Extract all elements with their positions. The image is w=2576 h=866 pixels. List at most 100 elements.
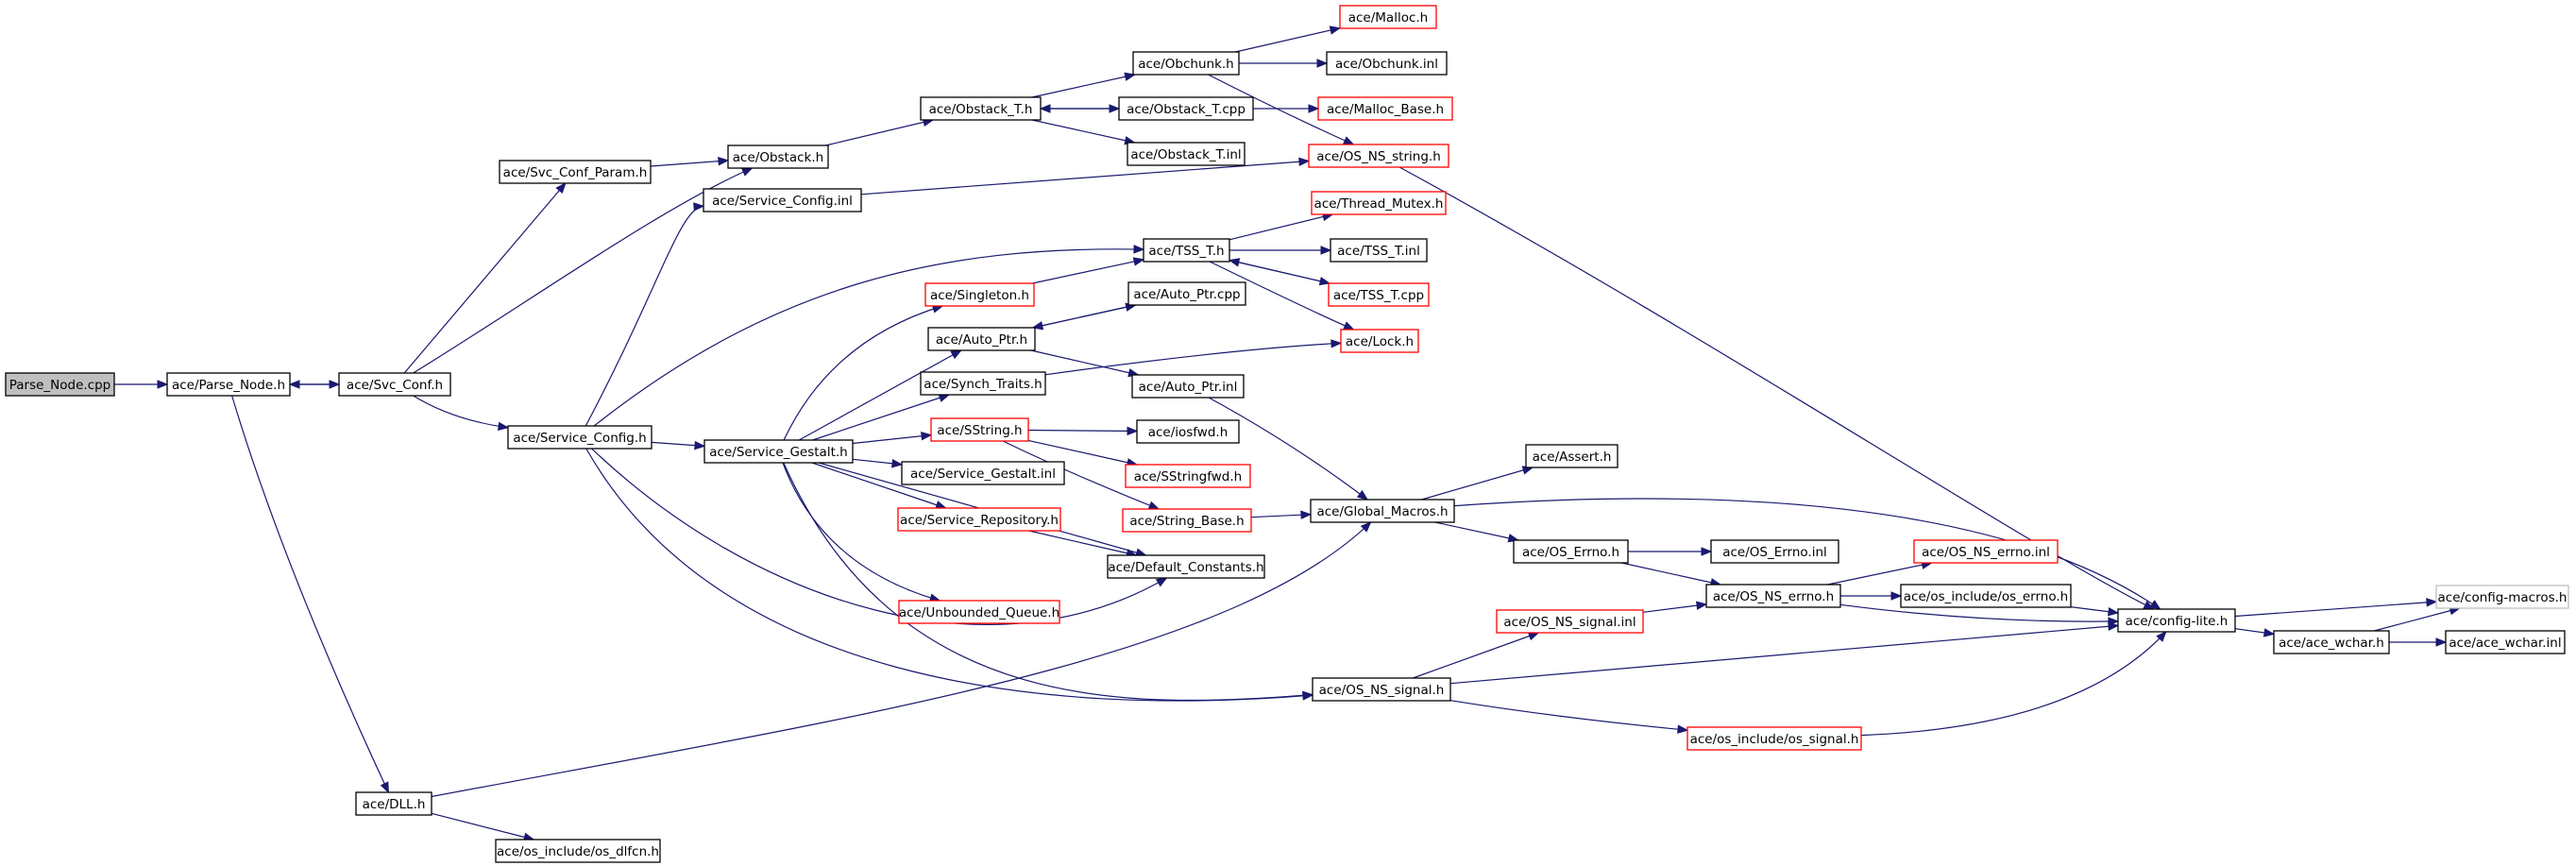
edge-ace-dll-h-to-ace-global-macros-h: [431, 521, 1372, 798]
node-ace-service-gestalt-h[interactable]: ace/Service_Gestalt.h: [703, 439, 854, 464]
node-ace-svc-conf-param-h[interactable]: ace/Svc_Conf_Param.h: [499, 160, 652, 184]
node-ace-obstack-t-inl[interactable]: ace/Obstack_T.inl: [1127, 142, 1246, 166]
arrowhead: [498, 421, 510, 432]
node-ace-sstringfwd-h[interactable]: ace/SStringfwd.h: [1125, 464, 1251, 488]
node-box: [1132, 51, 1240, 76]
edge-ace-obchunk-h-to-ace-os-ns-string-h: [1208, 74, 1355, 145]
node-ace-tss-t-cpp[interactable]: ace/TSS_T.cpp: [1328, 282, 1430, 307]
edge-ace-os-errno-h-to-ace-os-errno-inl: [1628, 547, 1713, 556]
node-ace-tss-t-h[interactable]: ace/TSS_T.h: [1143, 238, 1230, 263]
edge-ace-auto-ptr-cpp-to-ace-auto-ptr-h: [1031, 304, 1136, 331]
arrowhead: [1701, 547, 1713, 556]
node-ace-singleton-h[interactable]: ace/Singleton.h: [924, 282, 1035, 307]
node-ace-os-ns-signal-h[interactable]: ace/OS_NS_signal.h: [1312, 677, 1451, 702]
node-ace-service-config-h[interactable]: ace/Service_Config.h: [507, 425, 652, 450]
arrowhead: [2156, 631, 2167, 642]
node-ace-auto-ptr-h[interactable]: ace/Auto_Ptr.h: [927, 327, 1036, 351]
edge-ace-sstring-h-to-ace-string-base-h: [1002, 440, 1161, 510]
node-ace-os-ns-errno-h[interactable]: ace/OS_NS_errno.h: [1705, 584, 1841, 608]
node-ace-global-macros-h[interactable]: ace/Global_Macros.h: [1310, 499, 1455, 523]
edge-ace-svc-conf-h-to-ace-svc-conf-param-h: [403, 181, 567, 374]
node-ace-obchunk-inl[interactable]: ace/Obchunk.inl: [1326, 51, 1448, 76]
edge-ace-dll-h-to-ace-os-include-os-dlfcn-h: [431, 812, 535, 841]
edge-ace-config-lite-h-to-ace-ace-wchar-h: [2234, 628, 2276, 637]
node-ace-ace-wchar-h[interactable]: ace/ace_wchar.h: [2273, 630, 2390, 654]
node-box: [1328, 282, 1430, 307]
node-ace-service-repository-h[interactable]: ace/Service_Repository.h: [897, 507, 1061, 532]
node-ace-sstring-h[interactable]: ace/SString.h: [930, 417, 1029, 442]
node-box: [1131, 374, 1245, 399]
node-ace-config-macros-h[interactable]: ace/config-macros.h: [2435, 585, 2569, 609]
node-box: [338, 372, 451, 397]
node-ace-service-gestalt-inl[interactable]: ace/Service_Gestalt.inl: [901, 461, 1065, 485]
node-box: [1136, 419, 1240, 444]
node-label: ace/Auto_Ptr.inl: [1139, 380, 1238, 395]
node-ace-obstack-h[interactable]: ace/Obstack.h: [727, 144, 829, 169]
arrowhead: [1320, 246, 1332, 255]
node-parse-node-cpp[interactable]: Parse_Node.cpp: [5, 372, 115, 397]
node-ace-os-ns-signal-inl[interactable]: ace/OS_NS_signal.inl: [1496, 609, 1644, 634]
node-box: [920, 371, 1046, 396]
edge-ace-service-gestalt-h-to-ace-synch-traits-h: [812, 393, 951, 441]
arrowhead: [693, 202, 705, 212]
node-label: ace/Global_Macros.h: [1316, 504, 1448, 519]
node-ace-iosfwd-h[interactable]: ace/iosfwd.h: [1136, 419, 1240, 444]
node-box: [1310, 499, 1455, 523]
node-ace-assert-h[interactable]: ace/Assert.h: [1525, 444, 1618, 468]
edge-ace-synch-traits-h-to-ace-lock-h: [1044, 339, 1343, 376]
node-label: ace/OS_NS_string.h: [1316, 149, 1441, 164]
node-ace-malloc-base-h[interactable]: ace/Malloc_Base.h: [1317, 96, 1453, 121]
node-box: [1125, 464, 1251, 488]
arrowhead: [1132, 257, 1145, 266]
edge-ace-obstack-t-h-to-ace-obchunk-h: [1031, 72, 1136, 98]
node-label: ace/Parse_Node.h: [172, 378, 285, 393]
node-ace-service-config-inl[interactable]: ace/Service_Config.inl: [703, 188, 862, 212]
arrowhead: [555, 181, 567, 195]
node-ace-auto-ptr-inl[interactable]: ace/Auto_Ptr.inl: [1131, 374, 1245, 399]
node-ace-svc-conf-h[interactable]: ace/Svc_Conf.h: [338, 372, 451, 397]
arrowhead: [288, 380, 300, 389]
arrowhead: [1298, 157, 1311, 166]
node-ace-synch-traits-h[interactable]: ace/Synch_Traits.h: [920, 371, 1046, 396]
node-label: ace/os_include/os_errno.h: [1904, 589, 2068, 604]
node-ace-os-ns-string-h[interactable]: ace/OS_NS_string.h: [1308, 144, 1449, 168]
node-ace-lock-h[interactable]: ace/Lock.h: [1340, 329, 1419, 353]
node-ace-parse-node-h[interactable]: ace/Parse_Node.h: [166, 372, 291, 397]
arrowhead: [2149, 600, 2161, 610]
edge-ace-obchunk-h-to-ace-malloc-h: [1235, 25, 1342, 53]
node-ace-string-base-h[interactable]: ace/String_Base.h: [1122, 508, 1252, 533]
node-ace-obchunk-h[interactable]: ace/Obchunk.h: [1132, 51, 1240, 76]
edge-ace-os-include-os-signal-h-to-ace-config-lite-h: [1860, 631, 2167, 737]
arrowhead: [157, 380, 169, 389]
node-ace-obstack-t-cpp[interactable]: ace/Obstack_T.cpp: [1118, 96, 1254, 121]
arrowhead: [1360, 521, 1372, 533]
node-ace-config-lite-h[interactable]: ace/config-lite.h: [2117, 608, 2236, 633]
node-ace-os-errno-h[interactable]: ace/OS_Errno.h: [1513, 539, 1629, 564]
node-box: [901, 461, 1065, 485]
node-ace-os-errno-inl[interactable]: ace/OS_Errno.inl: [1710, 539, 1839, 564]
node-label: ace/Service_Config.inl: [712, 194, 853, 209]
node-label: ace/OS_NS_errno.h: [1713, 589, 1834, 604]
node-ace-tss-t-inl[interactable]: ace/TSS_T.inl: [1330, 238, 1428, 263]
node-ace-auto-ptr-cpp[interactable]: ace/Auto_Ptr.cpp: [1127, 281, 1246, 306]
node-ace-thread-mutex-h[interactable]: ace/Thread_Mutex.h: [1311, 191, 1447, 215]
node-label: ace/Obstack_T.h: [929, 102, 1033, 117]
node-ace-os-ns-errno-inl[interactable]: ace/OS_NS_errno.inl: [1913, 539, 2059, 564]
node-label: ace/Unbounded_Queue.h: [899, 605, 1059, 620]
node-ace-os-include-os-errno-h[interactable]: ace/os_include/os_errno.h: [1900, 584, 2072, 608]
node-label: ace/Svc_Conf_Param.h: [503, 165, 648, 180]
edge-ace-obstack-t-cpp-to-ace-malloc-base-h: [1253, 104, 1320, 113]
node-ace-malloc-h[interactable]: ace/Malloc.h: [1339, 5, 1437, 29]
node-box: [1340, 329, 1419, 353]
node-ace-dll-h[interactable]: ace/DLL.h: [355, 791, 432, 816]
node-ace-unbounded-queue-h[interactable]: ace/Unbounded_Queue.h: [898, 600, 1060, 624]
node-ace-ace-wchar-inl[interactable]: ace/ace_wchar.inl: [2445, 630, 2566, 654]
node-label: ace/Obchunk.h: [1138, 57, 1234, 72]
node-ace-os-include-os-signal-h[interactable]: ace/os_include/os_signal.h: [1686, 726, 1862, 751]
edge-parse-node-cpp-to-ace-parse-node-h: [114, 380, 169, 389]
edge-ace-global-macros-h-to-ace-config-lite-h: [1453, 498, 2161, 610]
node-ace-os-include-os-dlfcn-h[interactable]: ace/os_include/os_dlfcn.h: [495, 839, 661, 863]
node-ace-obstack-t-h[interactable]: ace/Obstack_T.h: [920, 96, 1042, 121]
node-ace-default-constants-h[interactable]: ace/Default_Constants.h: [1107, 554, 1265, 579]
